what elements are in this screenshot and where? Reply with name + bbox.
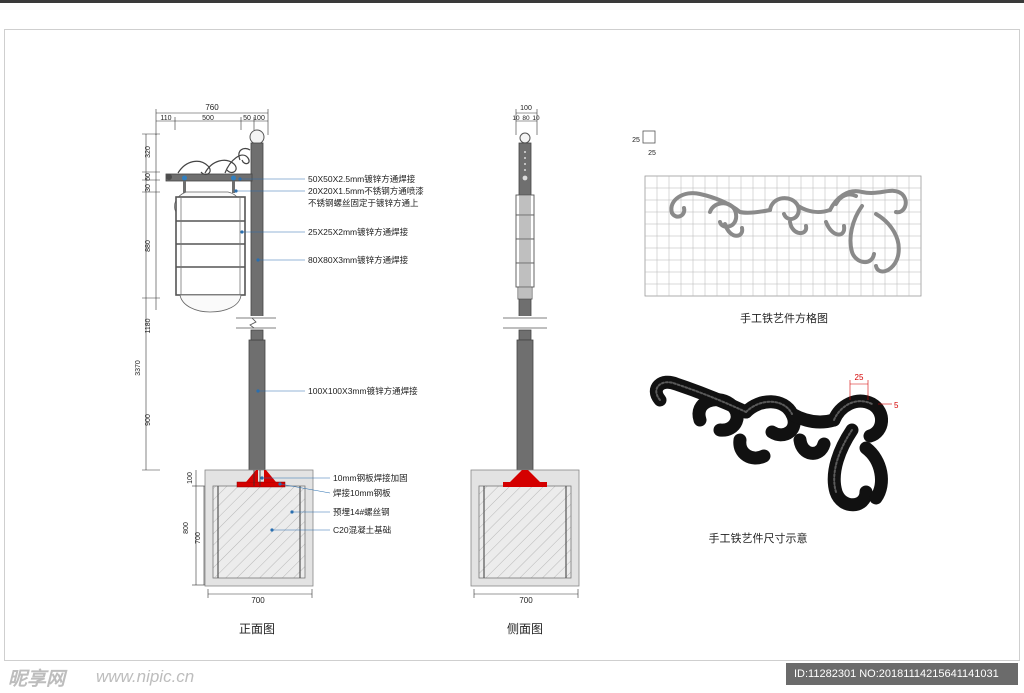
side-bottom-dimension [473, 589, 579, 598]
grid-ironwork-pattern [669, 188, 908, 274]
front-bottom-dimension [207, 589, 313, 598]
callout-80x80: 80X80X3mm镀锌方通焊接 [308, 255, 409, 265]
dim-top-760: 760 [205, 103, 219, 112]
dim-left-1180: 1180 [145, 318, 152, 333]
dim-left-800: 800 [183, 522, 190, 534]
front-view-title: 正面图 [239, 622, 275, 636]
grid-cell-width: 25 [648, 150, 656, 157]
side-top-dimensions [515, 109, 538, 135]
dim-left-880: 880 [145, 240, 152, 252]
callout-concrete: C20混凝土基础 [333, 525, 391, 535]
front-callout-dots [234, 177, 294, 532]
callout-screws: 不锈钢螺丝固定于镀锌方通上 [308, 198, 419, 208]
callout-100x100: 100X100X3mm镀锌方通焊接 [308, 386, 418, 396]
front-arm-end [166, 174, 172, 180]
front-bolt-left [182, 175, 187, 181]
side-lower-post [516, 339, 534, 471]
callout-50x50: 50X50X2.5mm镀锌方通焊接 [308, 174, 416, 184]
grid-cell-sample [642, 130, 656, 144]
side-dim-80: 80 [522, 115, 530, 122]
side-post-neck [518, 329, 532, 341]
front-callout-leaders [236, 178, 331, 531]
iso-dim-lines [849, 380, 892, 405]
front-left-dimensions [142, 133, 208, 586]
side-post-through [519, 195, 531, 299]
watermark-logo: 昵享网 [8, 668, 66, 690]
front-scroll-ironwork [177, 147, 251, 176]
front-upper-post [250, 142, 264, 319]
dim-top-100: 100 [253, 115, 265, 122]
iso-figure-title: 手工铁艺件尺寸示意 [709, 531, 808, 545]
side-dim-10a: 10 [512, 115, 520, 122]
front-top-dimensions [155, 109, 269, 135]
grid-figure-title: 手工铁艺件方格图 [740, 311, 828, 325]
front-view: 760 110 500 50 100 320 60 30 880 1180 33… [135, 103, 424, 636]
front-foundation [204, 469, 314, 587]
front-hanger-right [232, 181, 235, 193]
front-left-dim-labels: 320 60 30 880 1180 3370 900 100 800 700 [135, 146, 202, 544]
front-hanger-left [183, 181, 186, 193]
side-lamp-globe [519, 132, 531, 144]
dim-left-3370: 3370 [135, 360, 142, 376]
iso-figure: 25 5 手工铁艺件尺寸示意 [649, 373, 899, 545]
front-dim-bottom: 700 [251, 596, 265, 605]
front-lantern [174, 191, 246, 313]
front-bolt-right [231, 175, 236, 181]
iso-ironwork [649, 375, 888, 512]
iso-dim-5: 5 [894, 401, 899, 410]
dim-top-500: 500 [202, 115, 214, 122]
callout-rebar: 预埋14#螺丝钢 [333, 507, 390, 517]
side-foundation [470, 469, 580, 587]
iso-dim-25: 25 [855, 373, 864, 382]
front-break-mark [236, 316, 276, 330]
side-dim-100: 100 [520, 105, 532, 112]
drawing-frame [4, 29, 1020, 661]
dim-top-110: 110 [160, 115, 171, 122]
side-break-mark [503, 316, 547, 330]
watermark-id-bar: ID:11282301 NO:20181114215641141031 [786, 663, 1018, 685]
front-callout-texts: 50X50X2.5mm镀锌方通焊接 20X20X1.5mm不锈钢方通喷漆 不锈钢… [308, 174, 424, 535]
front-arm-bar [165, 173, 253, 182]
top-border [0, 0, 1024, 3]
dim-left-700: 700 [195, 532, 202, 544]
watermark-url: www.nipic.cn [96, 667, 195, 686]
grid-cell-height: 25 [632, 137, 640, 144]
side-dim-10b: 10 [532, 115, 540, 122]
dim-left-30: 30 [145, 184, 152, 192]
grid-figure: 25 25 手工铁艺件方格图 [632, 130, 922, 325]
front-lamp-globe [249, 129, 265, 145]
dim-left-60: 60 [145, 173, 152, 181]
dim-top-50: 50 [243, 115, 251, 122]
dim-left-100: 100 [187, 472, 194, 484]
grid-lines [644, 175, 922, 297]
front-post-neck [250, 329, 264, 341]
callout-weld-plate: 焊接10mm钢板 [333, 488, 391, 498]
side-post-holes [522, 151, 528, 181]
side-view-title: 侧面图 [507, 622, 543, 636]
side-view: 100 10 80 10 [470, 105, 580, 636]
dim-left-900: 900 [145, 414, 152, 426]
side-dim-bottom: 700 [519, 596, 533, 605]
callout-plate-reinforce: 10mm钢板焊接加固 [333, 473, 408, 483]
dim-left-320: 320 [145, 146, 152, 158]
callout-20x20: 20X20X1.5mm不锈钢方通喷漆 [308, 186, 424, 196]
front-lower-post [248, 339, 266, 471]
callout-25x25: 25X25X2mm镀锌方通焊接 [308, 227, 409, 237]
